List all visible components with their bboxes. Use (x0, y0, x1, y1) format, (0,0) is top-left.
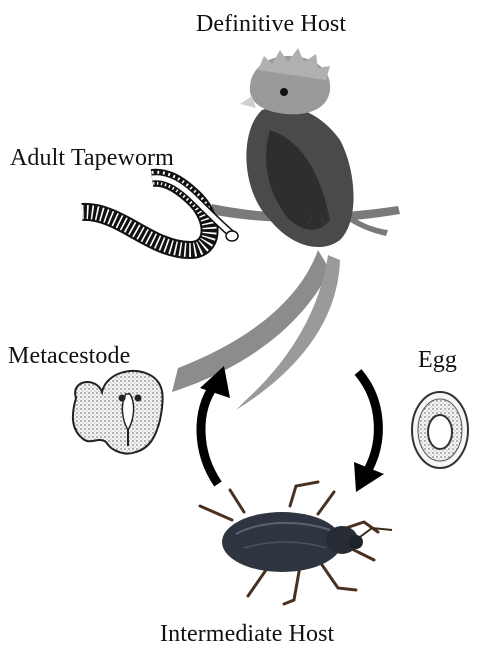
metacestode-icon (73, 371, 163, 454)
cycle-arrow-icon (200, 366, 384, 492)
egg-icon (412, 392, 468, 468)
egg-label: Egg (418, 348, 457, 372)
beetle-icon (200, 482, 392, 604)
adult-tapeworm-label: Adult Tapeworm (10, 146, 174, 170)
definitive-host-label: Definitive Host (196, 12, 346, 36)
intermediate-host-label: Intermediate Host (160, 622, 334, 646)
tapeworm-icon (82, 178, 238, 250)
metacestode-label: Metacestode (8, 344, 130, 368)
